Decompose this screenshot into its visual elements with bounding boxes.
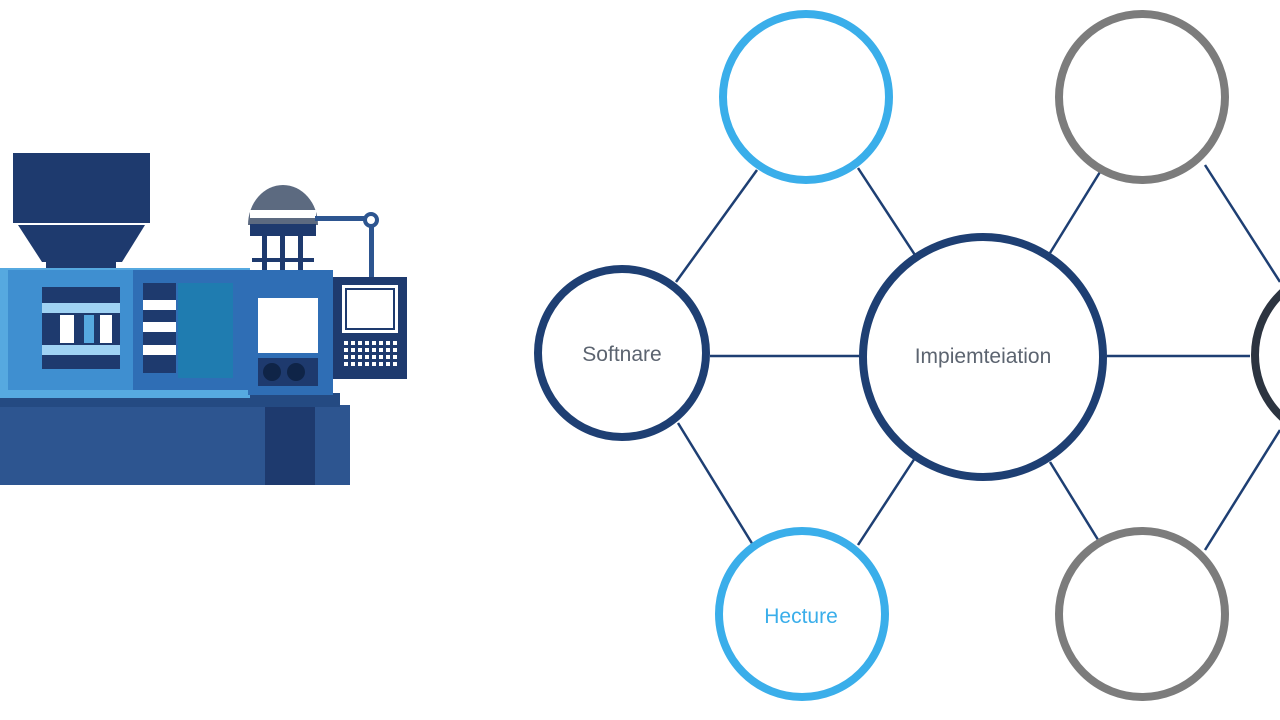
keypad-key	[393, 362, 397, 366]
dome-base	[250, 224, 316, 236]
machine-base-shade	[265, 405, 315, 485]
node-bottom-left	[715, 527, 889, 701]
diagram-edges	[674, 164, 1280, 551]
node-center-label: Impiemteiation	[915, 345, 1052, 368]
edge-left-bottomleft	[676, 422, 755, 546]
keypad-key	[344, 341, 348, 345]
keypad-key	[379, 348, 383, 352]
keypad-key	[365, 355, 369, 359]
edge-center-topright	[1048, 171, 1102, 254]
dome-post-1	[262, 236, 267, 270]
injection-nozzle	[60, 315, 74, 343]
node-center	[859, 233, 1107, 481]
network-diagram: Softnare Impiemteiation Hecture	[534, 10, 1280, 701]
edge-topleft-center	[856, 167, 917, 256]
keypad-key	[365, 362, 369, 366]
keypad-key	[372, 355, 376, 359]
keypad-key	[344, 348, 348, 352]
node-top-right	[1055, 10, 1229, 184]
keypad-key	[344, 355, 348, 359]
keypad-key	[358, 341, 362, 345]
dome-post-3	[298, 236, 303, 270]
clamp-stripe-1	[143, 300, 176, 310]
injection-nozzle-3	[100, 315, 112, 343]
keypad-key	[372, 362, 376, 366]
motor-2	[287, 363, 305, 381]
dome-band	[250, 210, 316, 218]
arm-vertical	[369, 222, 374, 277]
injection-stripe-2	[42, 345, 120, 355]
keypad-key	[344, 362, 348, 366]
keypad-key	[358, 348, 362, 352]
dome-crossbar	[252, 258, 314, 262]
keypad-key	[393, 348, 397, 352]
keypad-key	[386, 362, 390, 366]
hopper-neck	[46, 258, 116, 268]
hopper-funnel	[18, 225, 145, 262]
mold-block	[178, 283, 233, 378]
keypad-key	[351, 348, 355, 352]
edge-bottomleft-center	[856, 457, 917, 546]
injection-nozzle-2	[84, 315, 94, 343]
dome	[248, 185, 318, 225]
arm-joint	[363, 212, 379, 228]
keypad-key	[358, 355, 362, 359]
keypad-key	[365, 348, 369, 352]
keypad-key	[351, 341, 355, 345]
keypad-key	[393, 341, 397, 345]
node-top-left	[719, 10, 893, 184]
keypad-key	[379, 355, 383, 359]
keypad-key	[393, 355, 397, 359]
arm-horizontal	[315, 216, 370, 221]
dome-post-2	[280, 236, 285, 270]
edge-left-topleft	[674, 169, 759, 283]
right-window	[258, 298, 318, 353]
keypad-key	[351, 362, 355, 366]
node-left-label: Softnare	[582, 343, 661, 366]
keypad-key	[379, 362, 383, 366]
keypad-key	[386, 355, 390, 359]
keypad-key	[365, 341, 369, 345]
keypad-key	[386, 341, 390, 345]
motor-1	[263, 363, 281, 381]
injection-stripe-1	[42, 303, 120, 313]
keypad-key	[386, 348, 390, 352]
clamp-stripe-3	[143, 345, 176, 355]
node-left	[534, 265, 710, 441]
clamp-stripe-2	[143, 322, 176, 332]
edge-center-bottomright	[1048, 461, 1102, 544]
keypad-key	[379, 341, 383, 345]
control-keypad	[344, 341, 397, 366]
injection-molding-machine-illustration	[0, 153, 407, 485]
node-bottom-right	[1055, 527, 1229, 701]
keypad-key	[358, 362, 362, 366]
keypad-key	[372, 341, 376, 345]
keypad-key	[351, 355, 355, 359]
node-right-partial	[1251, 289, 1280, 421]
control-screen-inner	[345, 288, 395, 330]
hopper-top	[13, 153, 150, 223]
edge-bottomright-right	[1203, 429, 1280, 551]
node-bottom-left-label: Hecture	[764, 605, 838, 628]
edge-topright-right	[1203, 164, 1280, 283]
keypad-key	[372, 348, 376, 352]
